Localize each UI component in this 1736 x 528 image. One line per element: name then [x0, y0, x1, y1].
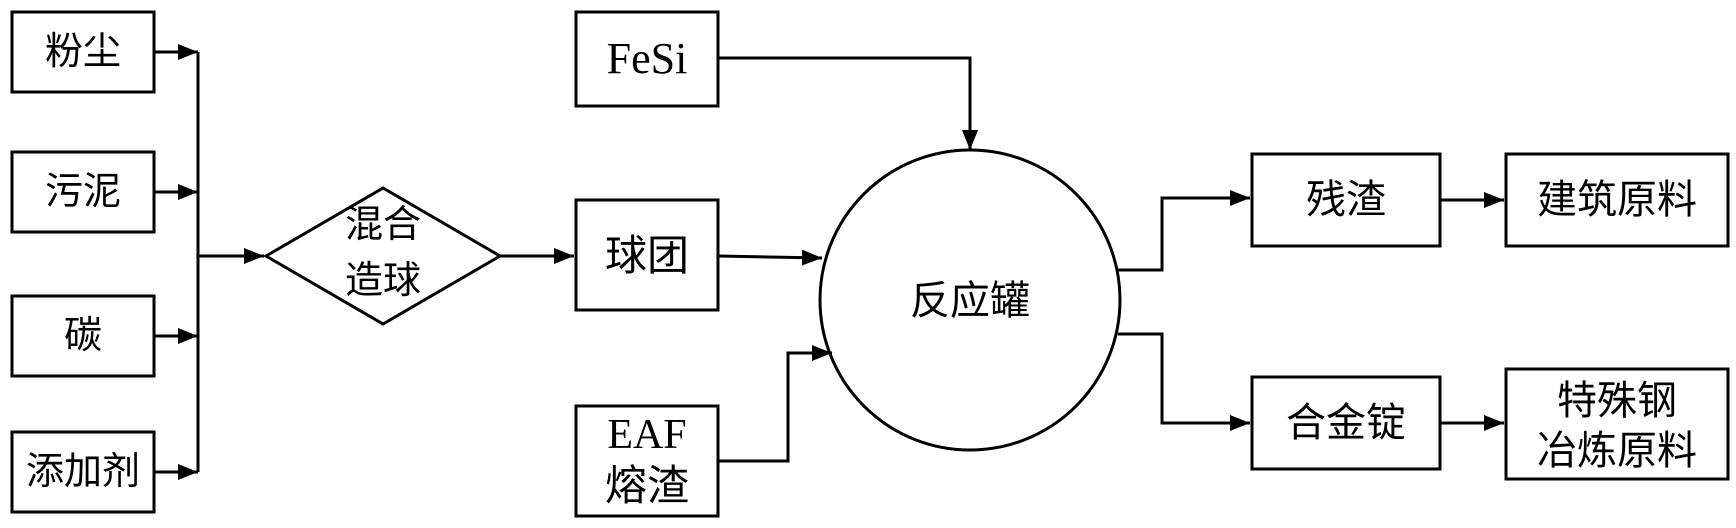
eaf-slag-label-line1: EAF	[607, 412, 686, 458]
special-steel-label-line2: 冶炼原料	[1537, 428, 1697, 474]
reactor: 反应罐	[818, 148, 1122, 452]
input-dust: 粉尘	[10, 10, 156, 94]
arrow-pellet-to-reactor	[717, 249, 823, 266]
residue-box	[1250, 152, 1442, 248]
input-dust-box	[10, 10, 156, 94]
special-steel-label-line1: 特殊钢	[1557, 378, 1677, 424]
alloy-ingot-box	[1250, 375, 1442, 471]
input-sludge-box	[10, 150, 156, 234]
input-carbon-box	[10, 294, 156, 378]
mixing-label-line2: 造球	[345, 258, 421, 302]
mixing-pelletizing: 混合 造球	[263, 186, 503, 326]
arrow-eaf-slag-to-reactor	[718, 345, 832, 463]
eaf-slag-box	[574, 404, 720, 518]
arrow-fesi-to-reactor	[718, 56, 978, 150]
alloy-ingot: 合金锭	[1250, 375, 1442, 471]
building-material: 建筑原料	[1504, 152, 1730, 248]
eaf-slag: EAF 熔渣	[574, 404, 720, 518]
special-steel-material: 特殊钢 冶炼原料	[1504, 367, 1730, 481]
input-additive: 添加剂	[10, 430, 156, 514]
fesi-label: FeSi	[607, 34, 688, 83]
alloy-ingot-label: 合金锭	[1286, 400, 1406, 446]
arrow-reactor-to-residue	[1118, 190, 1250, 272]
arrow-reactor-to-alloy-ingot	[1118, 332, 1250, 431]
residue: 残渣	[1250, 152, 1442, 248]
input-additive-label: 添加剂	[26, 449, 140, 493]
residue-label: 残渣	[1306, 177, 1386, 223]
input-sludge: 污泥	[10, 150, 156, 234]
mixing-label-line1: 混合	[345, 202, 421, 246]
input-dust-label: 粉尘	[45, 29, 121, 73]
pellet-label: 球团	[605, 231, 689, 280]
special-steel-box	[1504, 367, 1730, 481]
pellet-box	[574, 198, 720, 312]
eaf-slag-label-line2: 熔渣	[605, 461, 689, 510]
input-carbon-label: 碳	[64, 313, 102, 357]
pellet: 球团	[574, 198, 720, 312]
building-material-label: 建筑原料	[1537, 177, 1697, 223]
input-carbon: 碳	[10, 294, 156, 378]
fesi: FeSi	[574, 10, 720, 108]
reactor-label: 反应罐	[910, 278, 1030, 324]
input-sludge-label: 污泥	[45, 169, 121, 213]
building-material-box	[1504, 152, 1730, 248]
